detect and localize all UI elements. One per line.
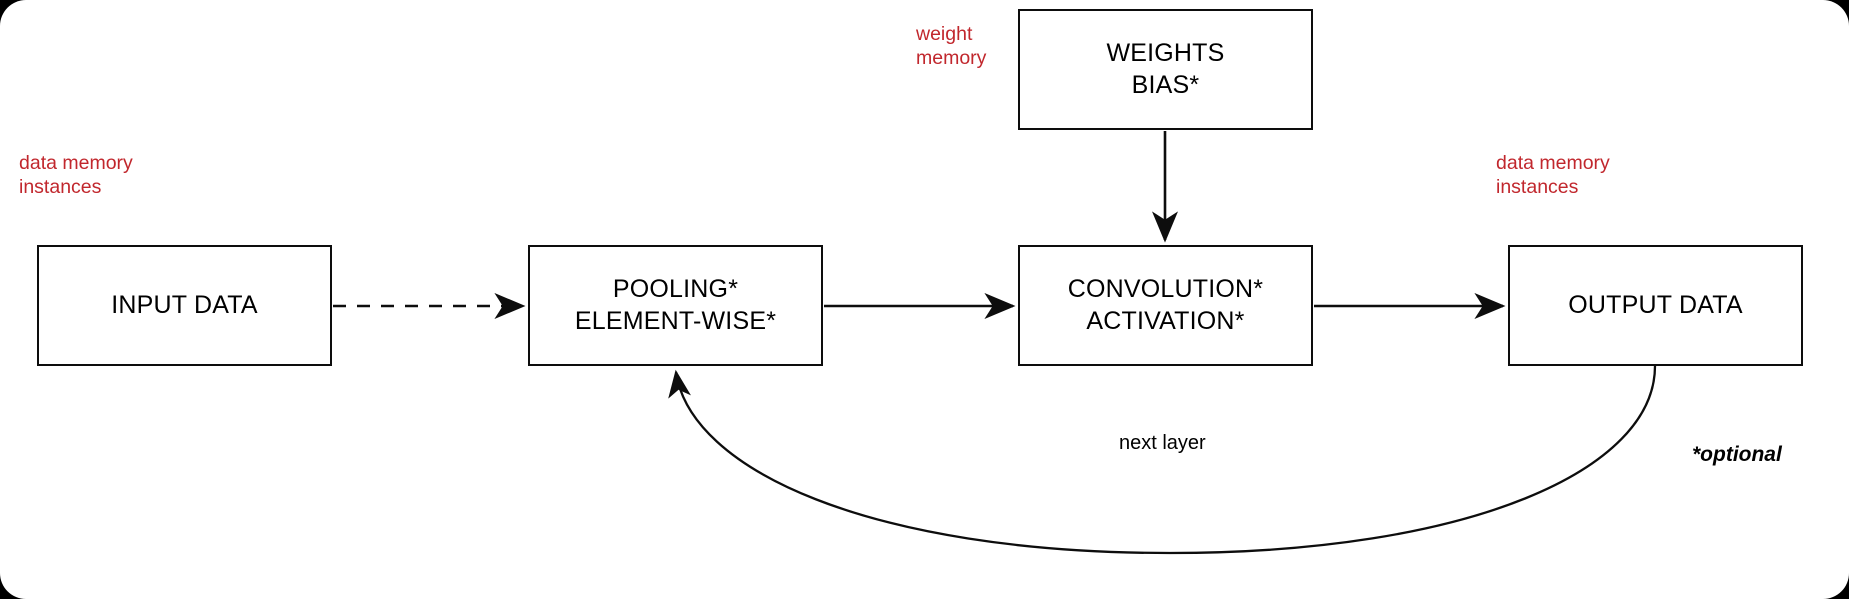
node-element-wise-label: ELEMENT-WISE* [574,306,777,335]
legend-optional-note: *optional [1692,443,1782,466]
edge-label-next-layer: next layer [1119,432,1206,454]
node-convolution-label: CONVOLUTION* [1067,275,1264,303]
node-weights-bias[interactable]: WEIGHTS BIAS* [1018,9,1313,130]
node-output-data[interactable]: OUTPUT DATA [1508,245,1803,366]
node-bias-label: BIAS* [1131,70,1200,99]
annotation-weight-memory-line2: memory [916,46,987,69]
annotation-data-memory-left-line2: instances [19,175,102,198]
node-pooling-elementwise[interactable]: POOLING* ELEMENT-WISE* [528,245,823,366]
node-input-data[interactable]: INPUT DATA [37,245,332,366]
node-output-data-label: OUTPUT DATA [1568,290,1743,319]
annotation-data-memory-left: data memory instances [19,152,133,200]
annotation-data-memory-right: data memory instances [1496,152,1610,200]
node-input-data-label: INPUT DATA [111,290,258,319]
node-pooling-label: POOLING* [612,275,739,303]
node-convolution-activation[interactable]: CONVOLUTION* ACTIVATION* [1018,245,1313,366]
node-weights-label: WEIGHTS [1106,39,1225,67]
annotation-data-memory-right-line2: instances [1496,175,1579,198]
edge-output-to-pooling-feedback [668,365,1657,555]
annotation-data-memory-right-line1: data memory [1496,152,1610,174]
node-activation-label: ACTIVATION* [1086,306,1245,335]
annotation-data-memory-left-line1: data memory [19,152,133,174]
annotation-weight-memory: weight memory [916,23,986,71]
annotation-weight-memory-line1: weight [916,23,973,45]
